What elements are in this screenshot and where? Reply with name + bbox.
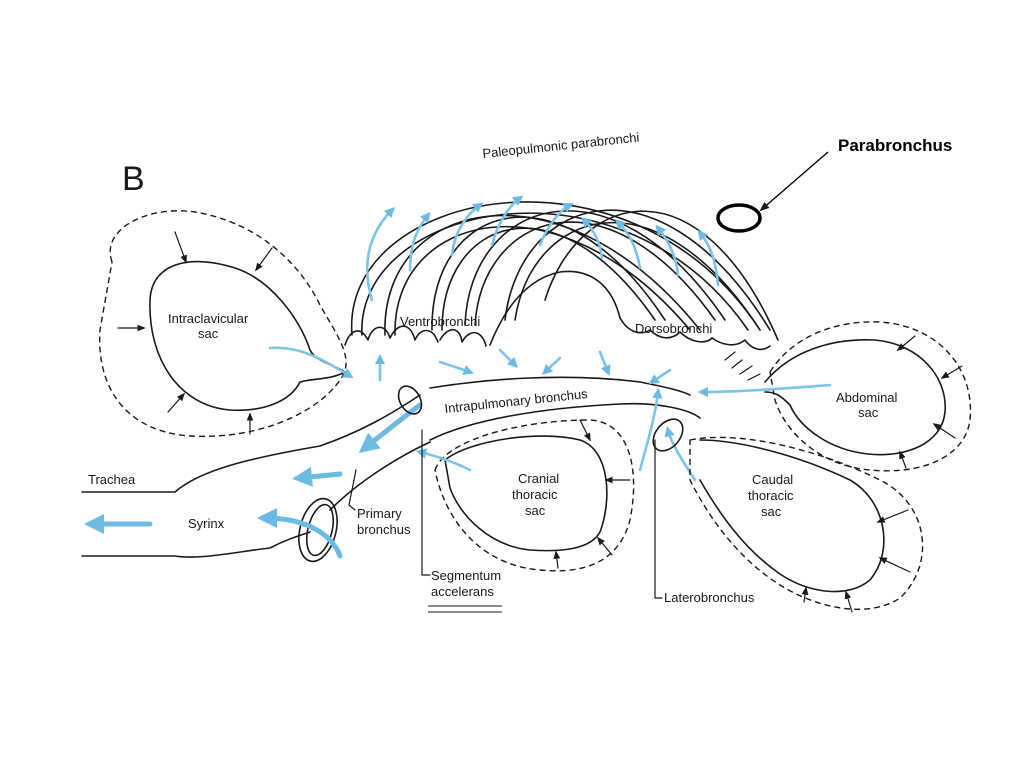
callout-arrow — [759, 151, 829, 212]
paleopulmonic-label: Paleopulmonic parabronchi — [482, 130, 640, 161]
cranial-label-2: thoracic — [512, 487, 558, 502]
abdominal-sac — [697, 321, 972, 472]
segmentum-label-2: accelerans — [431, 584, 494, 599]
parabronchus-callout: Parabronchus — [838, 136, 952, 155]
caudal-thoracic-sac — [652, 418, 924, 613]
primary-bronchus-label-1: Primary — [357, 506, 402, 521]
dorsobronchi-label: Dorsobronchi — [635, 321, 712, 336]
laterobronchus-label: Laterobronchus — [664, 590, 755, 605]
cranial-thoracic-sac — [415, 419, 635, 572]
trachea-syrinx — [81, 385, 431, 563]
caudal-label-3: sac — [761, 504, 782, 519]
panel-letter: B — [122, 160, 145, 198]
cranial-label-1: Cranial — [518, 471, 559, 486]
cranial-label-3: sac — [525, 503, 546, 518]
segmentum-label-1: Segmentum — [431, 568, 501, 583]
intraclavicular-label-1: Intraclavicular — [168, 311, 249, 326]
parabronchus-highlight-ring — [716, 203, 762, 233]
abdominal-label-1: Abdominal — [836, 390, 898, 405]
bronchi-fringes — [344, 270, 771, 381]
intrapulmonary-bronchus — [358, 348, 701, 482]
trachea-label: Trachea — [88, 472, 136, 487]
caudal-label-2: thoracic — [748, 488, 794, 503]
intraclavicular-label-2: sac — [198, 326, 219, 341]
ventrobronchi-label: Ventrobronchi — [400, 314, 480, 329]
syrinx-label: Syrinx — [188, 516, 225, 531]
paleopulmonic-parabronchi — [351, 195, 779, 341]
laterobronchus-leader — [654, 439, 663, 599]
segmentum-leader — [421, 429, 431, 576]
intraclavicular-sac — [99, 210, 354, 438]
primary-bronchus-leader — [348, 469, 357, 511]
intrapulmonary-label: Intrapulmonary bronchus — [444, 386, 589, 416]
caudal-label-1: Caudal — [752, 472, 793, 487]
abdominal-label-2: sac — [858, 405, 879, 420]
primary-bronchus-label-2: bronchus — [357, 522, 411, 537]
